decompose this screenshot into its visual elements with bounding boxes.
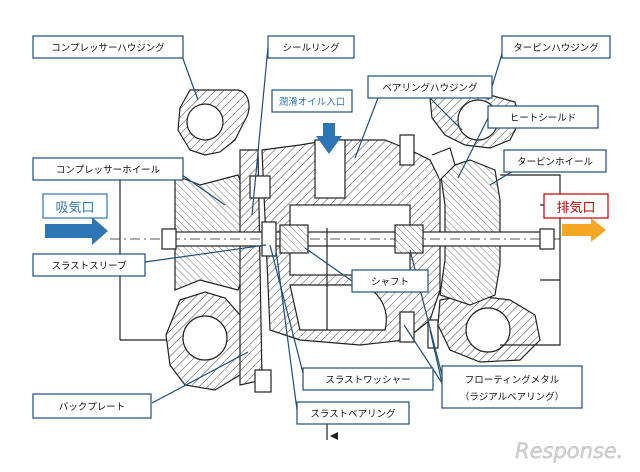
label-floating-metal: フローティングメタル （ラジアルベアリング） [441,365,583,409]
label-compressor-housing: コンプレッサーハウジング [32,35,184,59]
label-thrust-bearing: スラストベアリング [296,401,410,425]
label-compressor-wheel: コンプレッサーホイール [32,157,184,181]
turbocharger-drawing [110,89,561,440]
svg-text:ベアリングハウジング: ベアリングハウジング [382,82,478,94]
svg-text:スラストベアリング: スラストベアリング [310,408,396,420]
svg-text:バックプレート: バックプレート [59,402,126,413]
label-thrust-washer: スラストワッシャー [302,367,434,391]
oil-inlet-arrow [323,123,335,137]
label-exhaust: 排気口 [543,193,609,219]
exhaust-arrow [562,224,592,236]
svg-text:シャフト: シャフト [371,277,409,288]
label-thrust-sleeve: スラストスリーブ [32,253,146,277]
intake-arrow [45,224,93,238]
svg-text:スラストワッシャー: スラストワッシャー [325,375,410,386]
label-bearing-housing: ベアリングハウジング [367,75,493,99]
oil-inlet-arrowhead [316,136,342,154]
label-oil-inlet: 潤滑オイル入口 [271,89,353,113]
svg-text:シールリング: シールリング [282,42,340,54]
svg-text:タービンホイール: タービンホイール [517,157,594,168]
svg-text:タービンハウジング: タービンハウジング [513,42,599,54]
svg-text:吸気口: 吸気口 [55,200,94,216]
exhaust-arrowhead [591,218,606,242]
label-seal-ring: シールリング [267,35,355,59]
svg-text:潤滑オイル入口: 潤滑オイル入口 [279,96,346,108]
svg-text:排気口: 排気口 [556,200,595,216]
svg-text:スラストスリーブ: スラストスリーブ [51,260,127,272]
response-logo: Response. [515,439,624,463]
label-turbine-wheel: タービンホイール [503,149,607,173]
svg-text:（ラジアルベアリング）: （ラジアルベアリング） [460,391,564,403]
label-back-plate: バックプレート [32,393,152,419]
svg-text:コンプレッサーホイール: コンプレッサーホイール [56,165,161,176]
intake-arrowhead [92,217,108,245]
svg-text:コンプレッサーハウジング: コンプレッサーハウジング [51,42,165,54]
svg-text:フローティングメタル: フローティングメタル [465,374,560,386]
svg-text:Response.: Response. [515,439,623,463]
label-intake: 吸気口 [42,193,108,219]
bottom-marker-icon [330,432,338,440]
svg-text:ヒートシールド: ヒートシールド [510,113,577,124]
label-heat-shield: ヒートシールド [487,105,599,129]
label-shaft: シャフト [351,269,429,293]
label-turbine-housing: タービンハウジング [501,35,611,59]
